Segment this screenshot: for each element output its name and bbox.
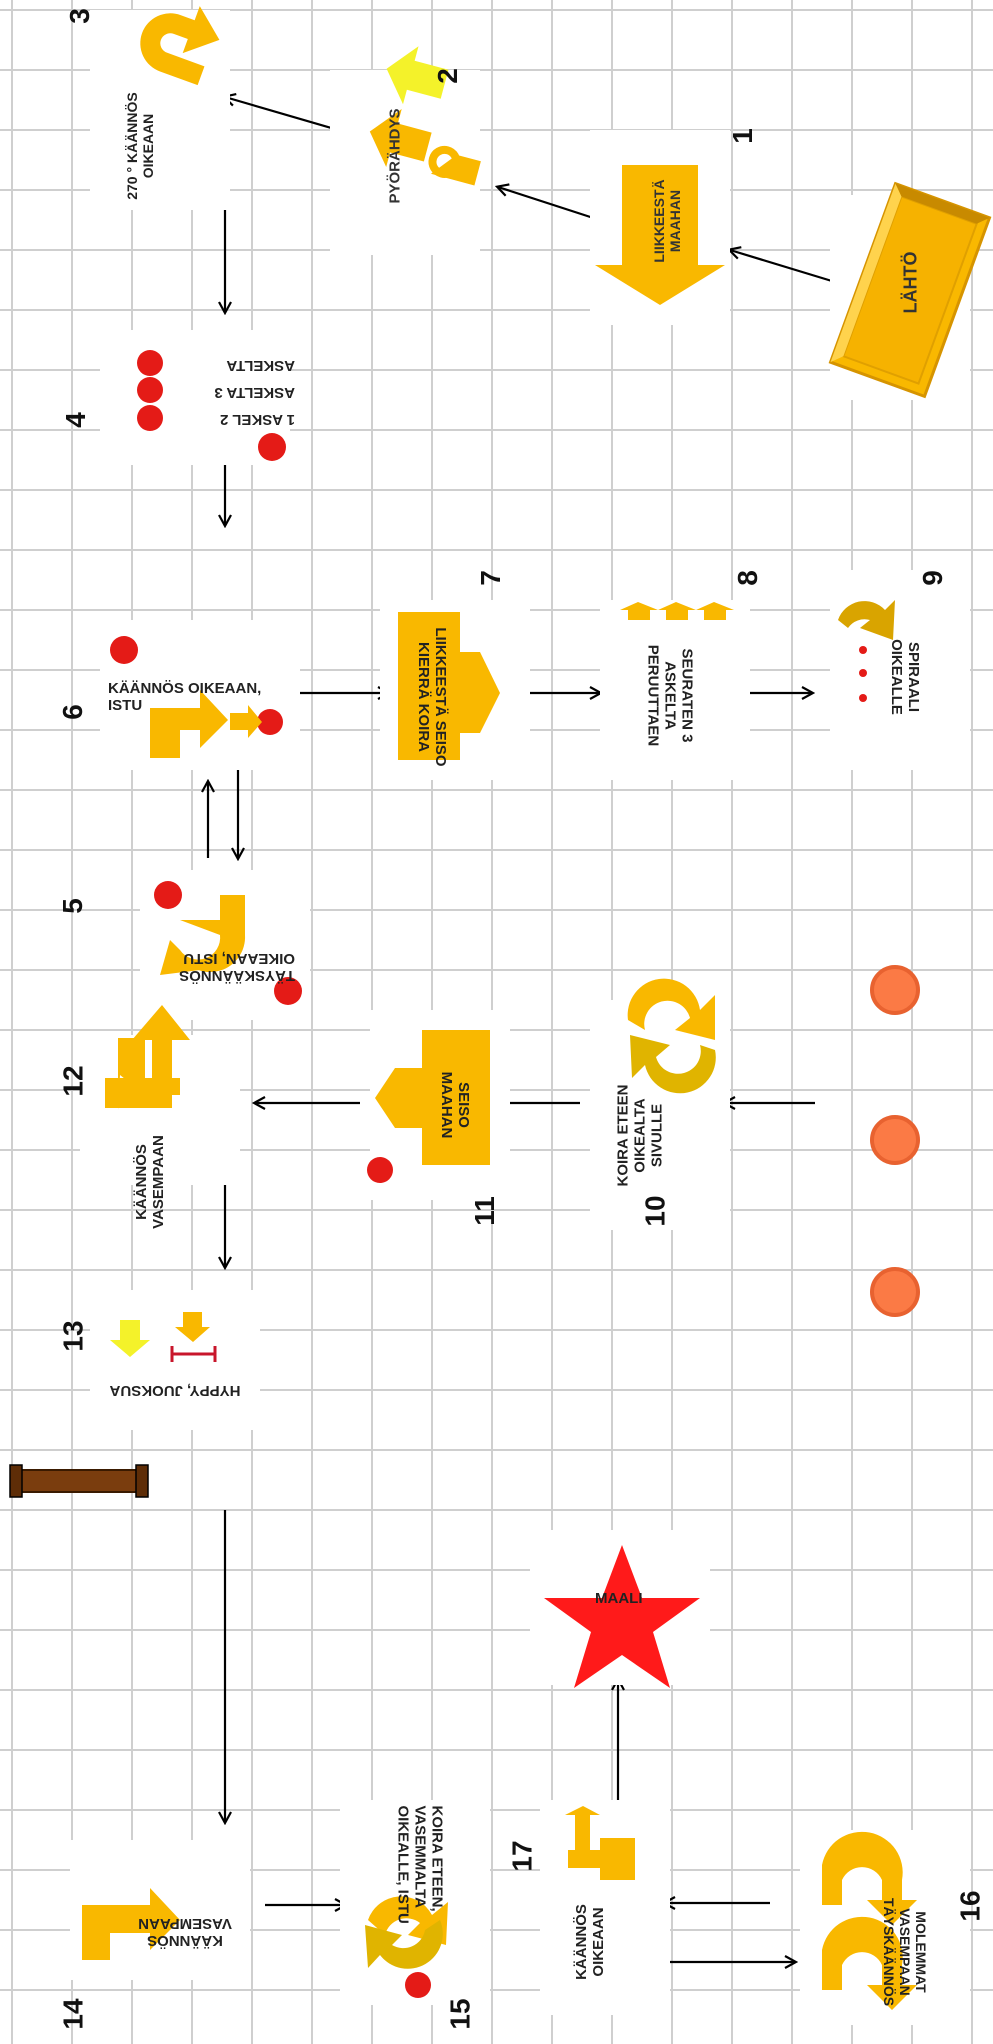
station-15-label: KOIRA ETEEN, VASEMMALTA OIKEALLE, ISTU — [394, 1805, 446, 1924]
station-number: 16 — [954, 1890, 986, 1922]
station-16-label: MOLEMMAT VASEMPAAN TÄYSKÄÄNNÖS — [881, 1897, 929, 2007]
station-10-label: KOIRA ETEEN OIKEALTA SIVULLE — [614, 1084, 666, 1187]
jump-obstacle — [9, 1464, 149, 1498]
station-number: 3 — [63, 8, 95, 24]
station-number: 11 — [468, 1196, 500, 1226]
flow-arrow — [730, 250, 846, 287]
start-label: LÄHTÖ — [900, 251, 921, 314]
station-16-sign — [822, 1831, 917, 2010]
station-5-sign — [154, 881, 302, 1005]
station-2-label: PYÖRÄHDYS — [386, 108, 404, 204]
station-17-label: KÄÄNNÖS OIKEAAN — [573, 1904, 607, 1980]
station-number: 17 — [506, 1840, 538, 1872]
station-number: 6 — [56, 704, 88, 720]
station-13-label: HYPPY, JUOKSUA — [109, 1382, 241, 1399]
station-17-sign — [565, 1806, 635, 1880]
cone-icon — [870, 965, 920, 1015]
flow-arrows — [208, 97, 846, 1962]
station-14-label: KÄÄNNÖS VASEMPAAN — [138, 1915, 232, 1949]
station-14-sign — [82, 1888, 180, 1960]
station-8-label: SEURATEN 3 ASKELTA PERUUTTAEN — [644, 644, 696, 747]
station-number: 5 — [56, 898, 88, 914]
station-11-label: SEISO MAAHAN — [438, 1071, 472, 1139]
station-9-label: SPIRAALI OIKEALLE — [888, 639, 922, 715]
start-sign — [828, 181, 992, 399]
station-15-sign — [365, 1896, 448, 1998]
cone-icon — [870, 1267, 920, 1317]
station-7-sign — [398, 612, 500, 760]
station-12-label: KÄÄNNÖS VASEMPAAN — [133, 1135, 167, 1229]
station-1-label: LIIKKEESTÄ MAAHAN — [651, 179, 683, 263]
station-2-sign — [369, 46, 481, 186]
station-4-label: 1 ASKEL 2 ASKELTA 3 ASKELTA — [214, 357, 295, 428]
station-number: 7 — [474, 570, 506, 586]
finish-label: MAALI — [595, 1590, 643, 1607]
station-number: 1 — [726, 128, 758, 144]
station-number: 9 — [916, 570, 948, 586]
station-10-sign — [627, 978, 716, 1094]
station-9-sign — [838, 600, 895, 702]
station-number: 15 — [444, 1998, 476, 2030]
station-3-sign — [140, 6, 220, 86]
station-number: 4 — [59, 412, 91, 428]
station-number: 10 — [639, 1195, 671, 1227]
station-6-sign — [110, 636, 283, 758]
station-7-label: LIIKKEESTÄ SEISO KIERRÄ KOIRA — [415, 627, 449, 767]
station-number: 14 — [57, 1998, 89, 2030]
station-11-sign — [367, 1030, 490, 1183]
station-8-sign — [620, 602, 734, 620]
star-icon — [544, 1545, 700, 1688]
station-3-label: 270 ° KÄÄNNÖS OIKEAAN — [124, 92, 156, 200]
station-number: 12 — [57, 1065, 89, 1097]
station-number: 2 — [431, 68, 463, 84]
station-number: 8 — [731, 570, 763, 586]
cone-icon — [870, 1115, 920, 1165]
station-6-label: KÄÄNNÖS OIKEAAN, ISTU — [108, 680, 262, 714]
flow-arrow — [225, 97, 346, 134]
station-number: 13 — [57, 1320, 89, 1352]
station-4-signs — [137, 350, 286, 461]
station-1-sign — [595, 165, 725, 305]
station-5-label: TÄYSKÄÄNNÖS OIKEAAN, ISTU — [179, 950, 295, 984]
station-12-sign — [105, 1005, 190, 1110]
station-13-sign — [110, 1312, 217, 1362]
